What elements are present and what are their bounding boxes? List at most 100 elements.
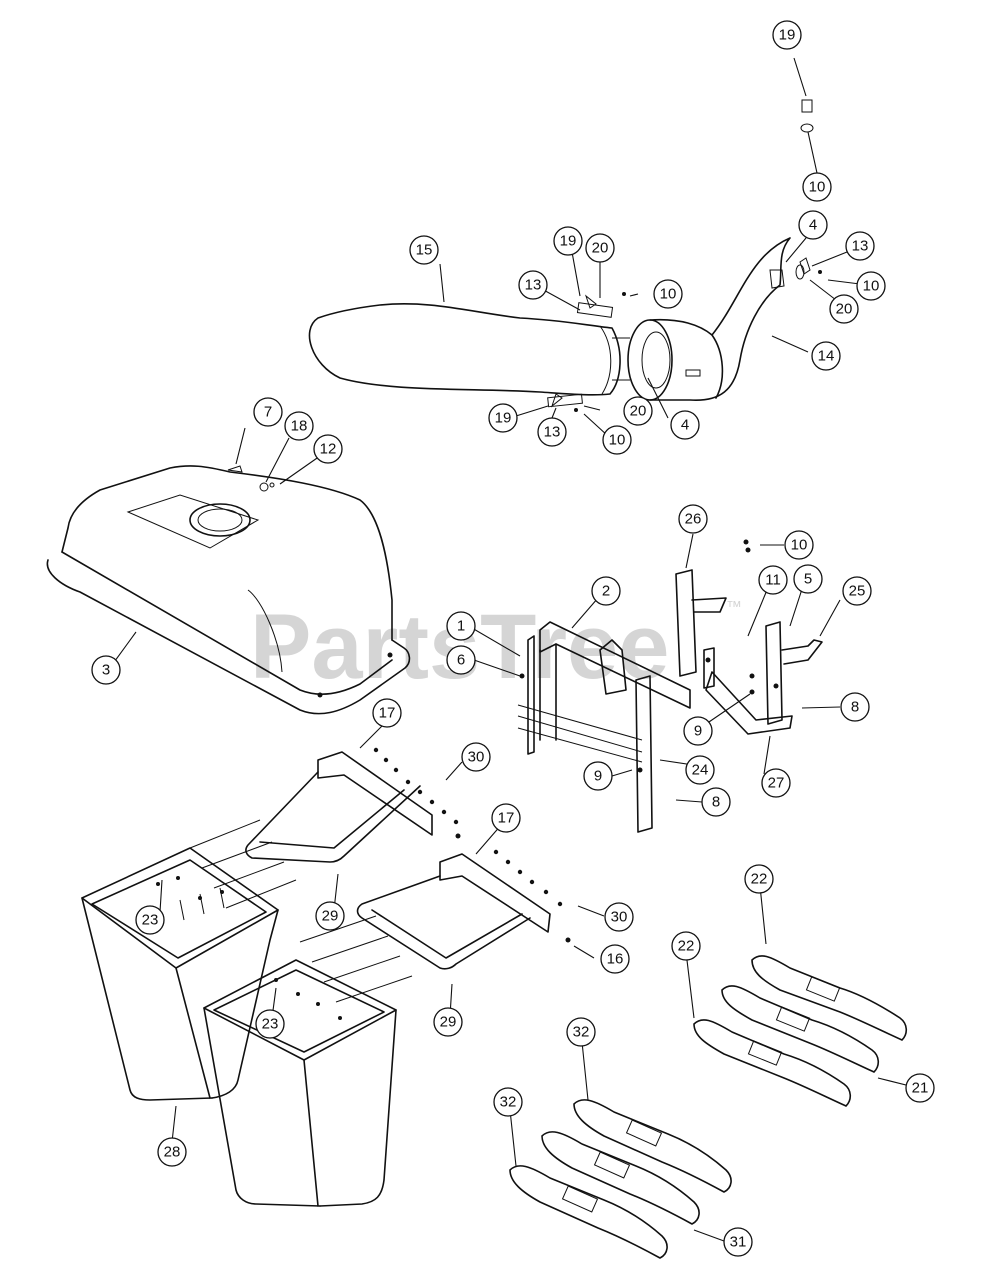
callout: 30 <box>604 902 634 932</box>
callout: 21 <box>905 1073 935 1103</box>
callout: 13 <box>537 417 567 447</box>
callout: 10 <box>802 172 832 202</box>
svg-text:19: 19 <box>495 410 512 427</box>
svg-text:10: 10 <box>863 278 880 295</box>
svg-text:13: 13 <box>852 238 869 255</box>
svg-text:5: 5 <box>804 571 812 588</box>
leader-lines <box>111 57 911 1242</box>
callout: 27 <box>761 768 791 798</box>
callout-layer: 19 10 15 19 20 13 10 4 13 10 20 14 19 13… <box>91 20 935 1257</box>
watermark: PartsTree ™ <box>250 596 742 698</box>
svg-text:22: 22 <box>678 938 695 955</box>
callout: 31 <box>723 1227 753 1257</box>
svg-text:10: 10 <box>660 286 677 303</box>
svg-text:17: 17 <box>379 705 396 722</box>
callout: 29 <box>315 901 345 931</box>
mounting-bracket-assembly <box>517 539 823 833</box>
svg-text:6: 6 <box>457 652 465 669</box>
callout: 7 <box>253 397 283 427</box>
svg-text:10: 10 <box>609 432 626 449</box>
svg-text:8: 8 <box>712 794 720 811</box>
svg-text:10: 10 <box>791 537 808 554</box>
callout: 19 <box>488 403 518 433</box>
watermark-trademark: ™ <box>726 599 742 616</box>
callout: 23 <box>255 1009 285 1039</box>
svg-text:8: 8 <box>851 699 859 716</box>
grass-bag-left-part <box>81 847 279 1101</box>
svg-text:23: 23 <box>262 1016 279 1033</box>
svg-text:30: 30 <box>468 749 485 766</box>
svg-text:22: 22 <box>751 871 768 888</box>
svg-text:2: 2 <box>602 583 610 600</box>
callout: 24 <box>685 755 715 785</box>
svg-text:32: 32 <box>500 1094 517 1111</box>
bag-frame-right-part <box>299 849 571 1003</box>
callout: 8 <box>840 692 870 722</box>
svg-text:10: 10 <box>809 179 826 196</box>
callout: 13 <box>845 231 875 261</box>
callout: 3 <box>91 655 121 685</box>
grass-bag-right-part <box>203 959 397 1207</box>
callout: 20 <box>829 294 859 324</box>
svg-text:11: 11 <box>765 572 781 589</box>
hardware-parts <box>550 99 822 412</box>
svg-text:28: 28 <box>164 1144 181 1161</box>
callout: 2 <box>591 576 621 606</box>
svg-text:9: 9 <box>694 723 702 740</box>
svg-text:16: 16 <box>607 951 624 968</box>
svg-text:18: 18 <box>291 418 308 435</box>
svg-text:21: 21 <box>912 1080 929 1097</box>
callout: 5 <box>793 564 823 594</box>
callout: 29 <box>433 1007 463 1037</box>
callout: 10 <box>784 530 814 560</box>
svg-text:20: 20 <box>592 240 609 257</box>
svg-text:17: 17 <box>498 810 515 827</box>
callout: 22 <box>671 931 701 961</box>
callout: 28 <box>157 1137 187 1167</box>
callout: 26 <box>678 504 708 534</box>
discharge-tube-part <box>308 302 630 408</box>
callout: 9 <box>583 761 613 791</box>
svg-text:20: 20 <box>836 301 853 318</box>
bag-cover-part <box>46 465 411 715</box>
callout: 19 <box>553 226 583 256</box>
callout: 30 <box>461 742 491 772</box>
callout: 14 <box>811 341 841 371</box>
callout: 8 <box>701 787 731 817</box>
callout: 12 <box>313 434 343 464</box>
svg-text:1: 1 <box>457 618 465 635</box>
callout: 32 <box>566 1017 596 1047</box>
callout: 10 <box>856 271 886 301</box>
svg-text:3: 3 <box>102 662 110 679</box>
callout: 17 <box>372 698 402 728</box>
svg-text:19: 19 <box>779 27 796 44</box>
callout: 6 <box>446 645 476 675</box>
callout: 18 <box>284 411 314 441</box>
callout: 1 <box>446 611 476 641</box>
callout: 4 <box>798 210 828 240</box>
svg-text:29: 29 <box>440 1014 457 1031</box>
svg-text:19: 19 <box>560 233 577 250</box>
callout: 10 <box>602 425 632 455</box>
svg-text:32: 32 <box>573 1024 590 1041</box>
callout: 32 <box>493 1087 523 1117</box>
svg-text:30: 30 <box>611 909 628 926</box>
callout: 19 <box>772 20 802 50</box>
callout: 23 <box>135 905 165 935</box>
svg-text:24: 24 <box>692 762 709 779</box>
svg-text:26: 26 <box>685 511 702 528</box>
callout: 15 <box>409 235 439 265</box>
svg-text:31: 31 <box>730 1234 747 1251</box>
svg-text:4: 4 <box>809 217 817 234</box>
callout: 22 <box>744 864 774 894</box>
svg-text:15: 15 <box>416 242 433 259</box>
callout: 20 <box>585 233 615 263</box>
callout: 17 <box>491 803 521 833</box>
callout: 20 <box>623 396 653 426</box>
callout: 11 <box>758 565 788 595</box>
svg-text:13: 13 <box>544 424 561 441</box>
callout: 25 <box>842 576 872 606</box>
svg-text:12: 12 <box>320 441 337 458</box>
blade-set-lower-part <box>509 1099 732 1259</box>
